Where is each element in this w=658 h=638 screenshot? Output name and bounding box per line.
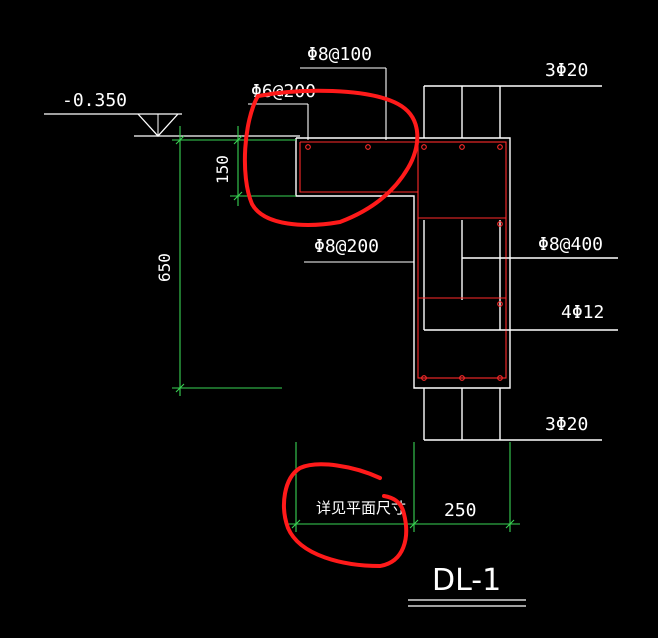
top-stirrup-label: Φ8@100 bbox=[307, 44, 372, 65]
rebar-dots bbox=[305, 144, 503, 381]
side-bars-label: 4Φ12 bbox=[561, 302, 604, 323]
beam-depth-dimension: 650 bbox=[155, 253, 174, 282]
dimension-lines bbox=[172, 126, 520, 532]
concrete-outline bbox=[295, 85, 618, 441]
markup-circle-top bbox=[242, 88, 420, 227]
top-bars-label: 3Φ20 bbox=[545, 60, 588, 81]
bottom-bars-label: 3Φ20 bbox=[545, 414, 588, 435]
beam-width-dimension: 250 bbox=[444, 500, 477, 521]
drawing-title: DL-1 bbox=[432, 563, 501, 598]
markup-annotations bbox=[242, 88, 420, 568]
slab-depth-dimension: 150 bbox=[213, 155, 232, 184]
see-plan-note: 详见平面尺寸 bbox=[316, 499, 406, 517]
drawing-title-block: DL-1 bbox=[408, 563, 526, 607]
rebar-stirrups bbox=[299, 141, 507, 379]
side-stirrup-label: Φ8@400 bbox=[538, 234, 603, 255]
markup-circle-bottom bbox=[282, 462, 409, 568]
elevation-label: -0.350 bbox=[62, 90, 127, 111]
leader-lines bbox=[248, 67, 618, 441]
mid-stirrup-label: Φ8@200 bbox=[314, 236, 379, 257]
elevation-marker: -0.350 bbox=[44, 90, 300, 137]
